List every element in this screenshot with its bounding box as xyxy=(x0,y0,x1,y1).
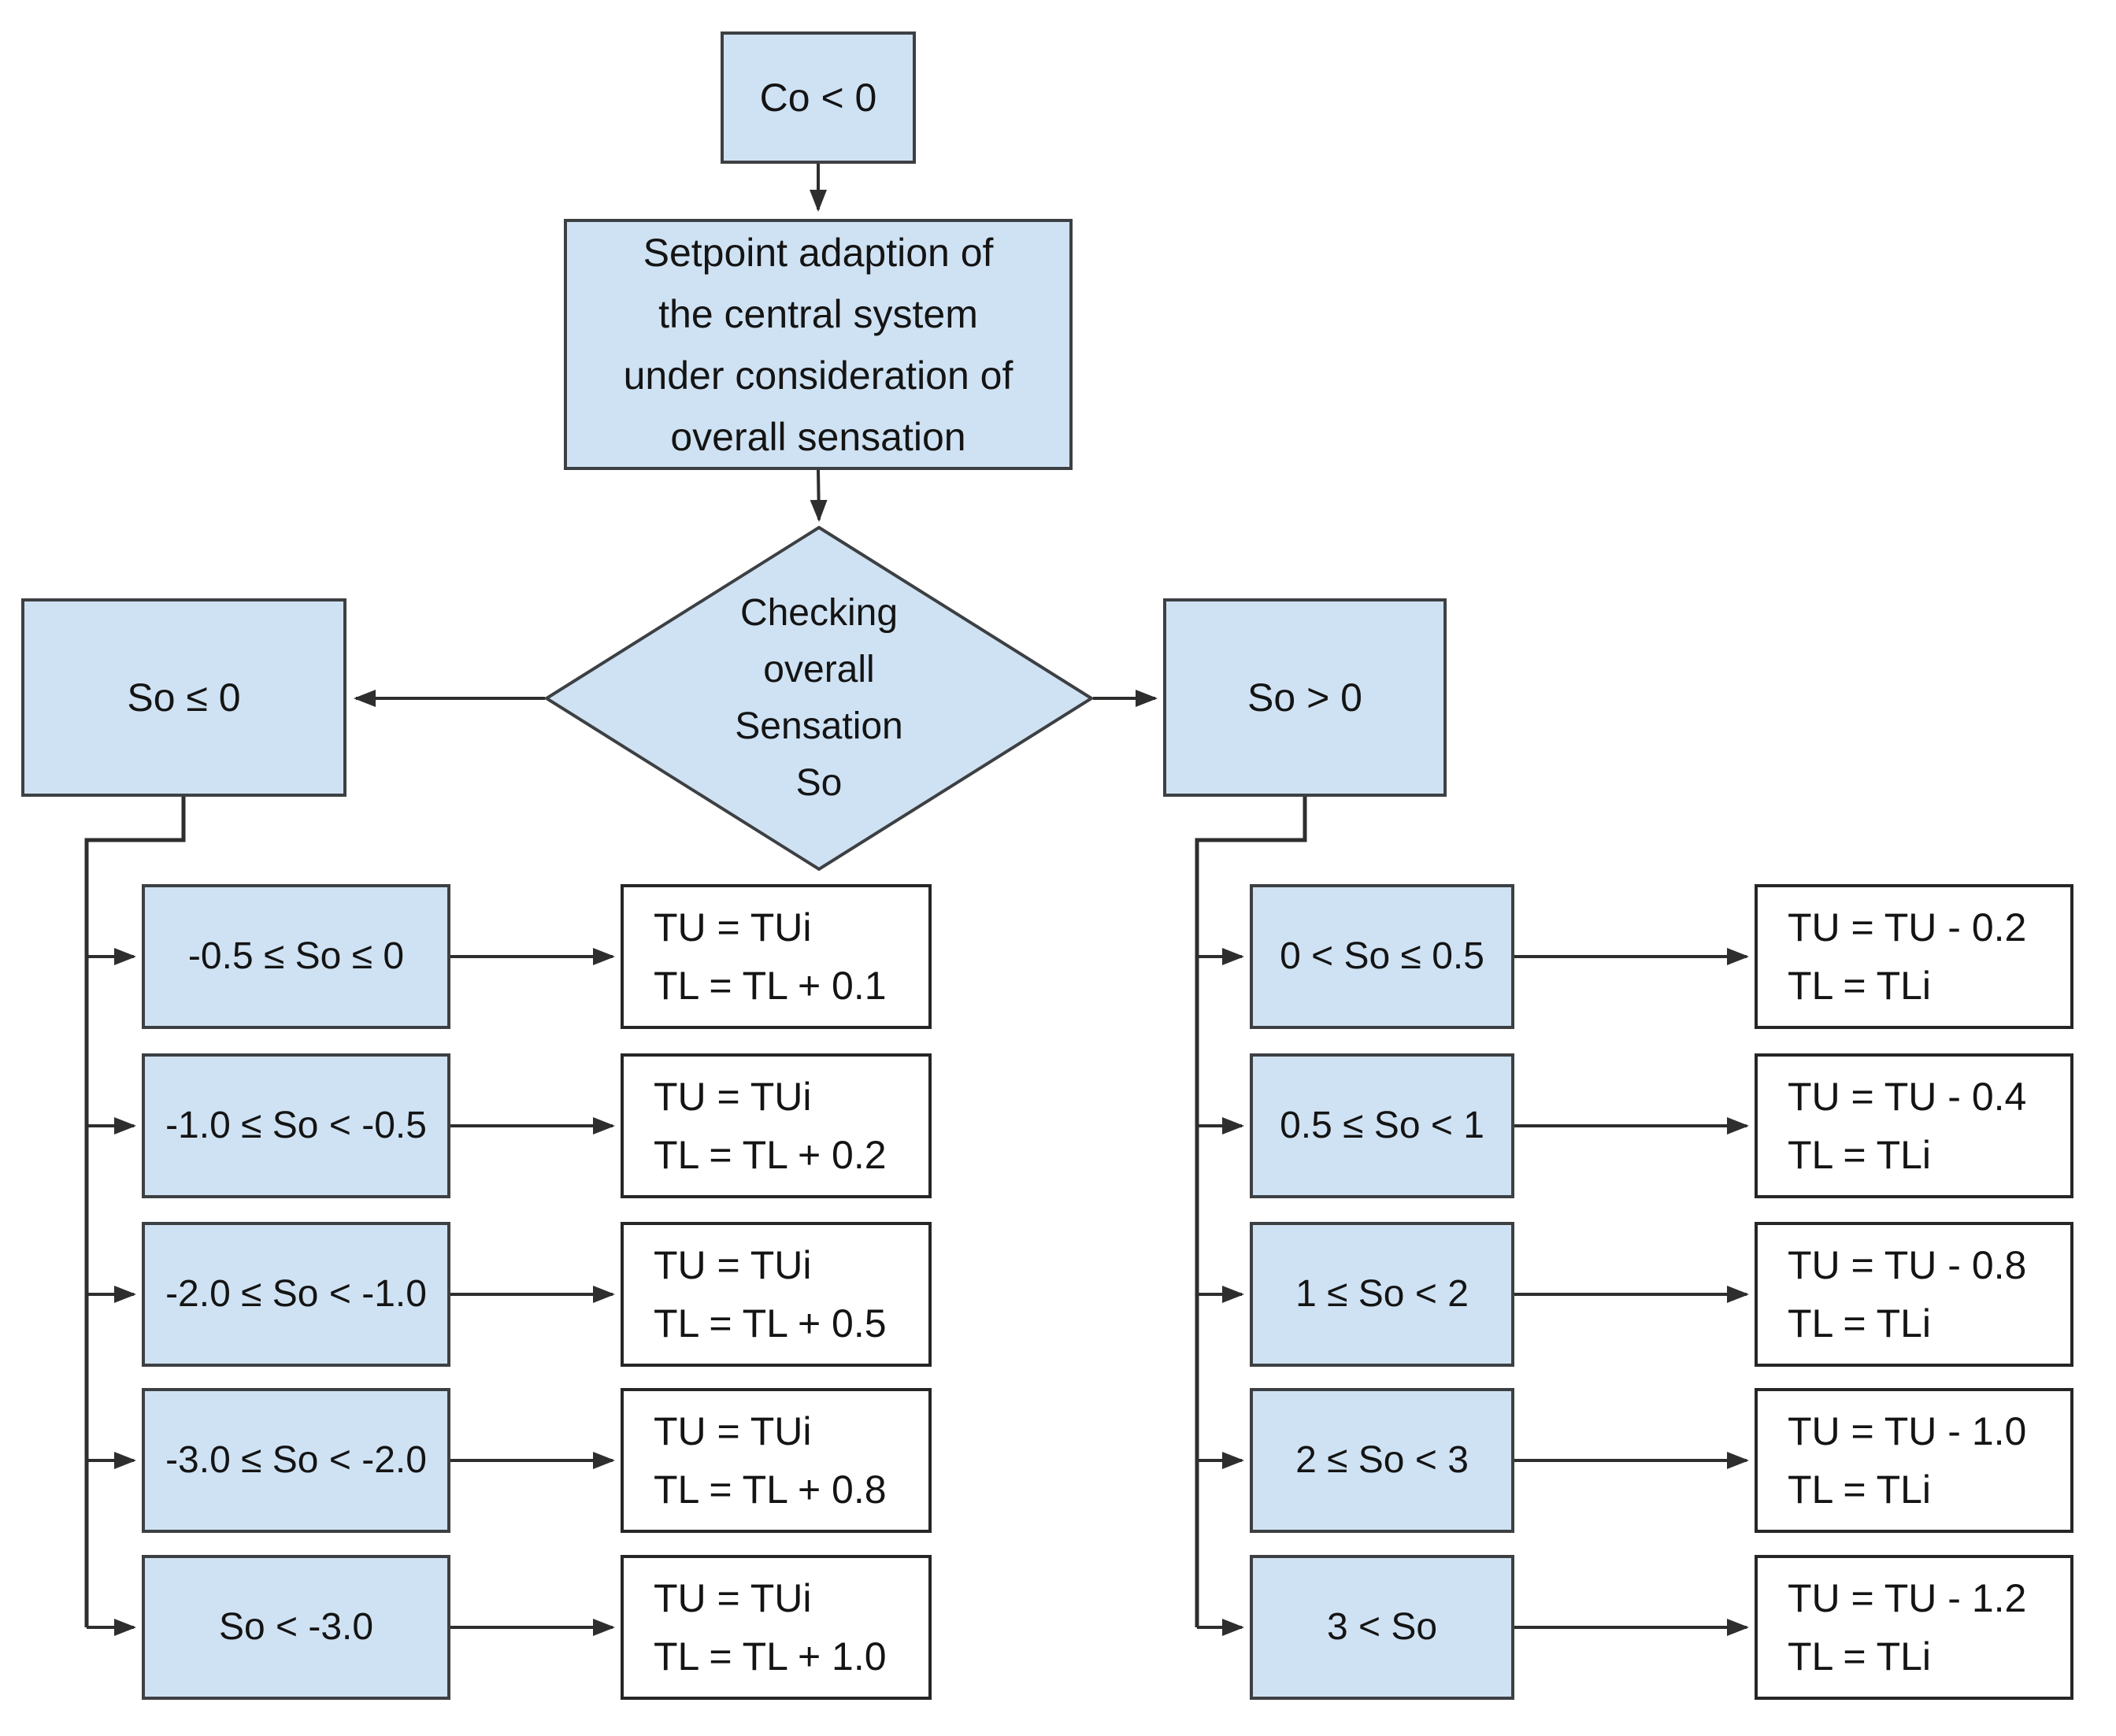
right-branch-node: So > 0 xyxy=(1163,598,1447,797)
left-result-node-5: TU = TUi TL = TL + 1.0 xyxy=(621,1555,932,1700)
right-result-node-3: TU = TU - 0.8 TL = TLi xyxy=(1755,1222,2073,1367)
right-condition-node-3: 1 ≤ So < 2 xyxy=(1250,1222,1514,1367)
left-result-node-1: TU = TUi TL = TL + 0.1 xyxy=(621,884,932,1029)
right-condition-node-4: 2 ≤ So < 3 xyxy=(1250,1388,1514,1533)
decision-diamond: Checking overall Sensation So xyxy=(543,525,1095,872)
left-branch-label: So ≤ 0 xyxy=(127,675,241,720)
right-condition-node-1: 0 < So ≤ 0.5 xyxy=(1250,884,1514,1029)
right-condition-node-5: 3 < So xyxy=(1250,1555,1514,1700)
start-node: Co < 0 xyxy=(721,31,916,164)
decision-diamond-label: Checking overall Sensation So xyxy=(735,592,903,804)
left-branch-node: So ≤ 0 xyxy=(21,598,346,797)
right-result-node-5: TU = TU - 1.2 TL = TLi xyxy=(1755,1555,2073,1700)
right-result-node-1: TU = TU - 0.2 TL = TLi xyxy=(1755,884,2073,1029)
setpoint-node-label: Setpoint adaption of the central system … xyxy=(623,230,1014,459)
right-condition-node-2: 0.5 ≤ So < 1 xyxy=(1250,1053,1514,1198)
left-result-node-3: TU = TUi TL = TL + 0.5 xyxy=(621,1222,932,1367)
right-branch-label: So > 0 xyxy=(1247,675,1362,720)
diamond-shape xyxy=(543,525,1095,872)
left-condition-node-2: -1.0 ≤ So < -0.5 xyxy=(142,1053,450,1198)
left-condition-node-5: So < -3.0 xyxy=(142,1555,450,1700)
right-result-node-2: TU = TU - 0.4 TL = TLi xyxy=(1755,1053,2073,1198)
left-result-node-2: TU = TUi TL = TL + 0.2 xyxy=(621,1053,932,1198)
left-result-node-4: TU = TUi TL = TL + 0.8 xyxy=(621,1388,932,1533)
right-result-node-4: TU = TU - 1.0 TL = TLi xyxy=(1755,1388,2073,1533)
left-condition-node-1: -0.5 ≤ So ≤ 0 xyxy=(142,884,450,1029)
left-condition-node-4: -3.0 ≤ So < -2.0 xyxy=(142,1388,450,1533)
setpoint-node: Setpoint adaption of the central system … xyxy=(564,219,1073,470)
left-condition-node-3: -2.0 ≤ So < -1.0 xyxy=(142,1222,450,1367)
start-node-label: Co < 0 xyxy=(759,75,877,120)
